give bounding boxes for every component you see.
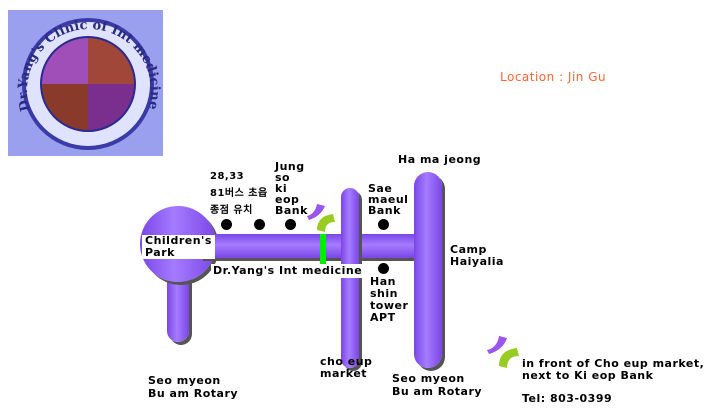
saemaeul-bank-label: Sae maeul Bank: [368, 182, 409, 217]
bus-stop-label-2: 81버스 초읍: [210, 188, 268, 199]
road-middle-vertical: [341, 188, 359, 368]
marker-dot: [285, 219, 296, 230]
bus-stop-label-3: 종점 유치: [210, 205, 253, 216]
hamajeong-label: Ha ma jeong: [398, 153, 482, 166]
childrens-park-label: Children's Park: [142, 235, 215, 259]
road-right-vertical: [414, 172, 442, 368]
clinic-pointer: [320, 234, 326, 266]
camp-label: Camp Haiyalia: [450, 243, 504, 268]
marker-dot: [378, 263, 389, 274]
bus-stop-label-1: 28,33: [210, 171, 245, 182]
jungso-bank-label: Jung so ki eop Bank: [275, 160, 308, 217]
choeup-market-label: cho eup market: [320, 355, 373, 380]
address-label: in front of Cho eup market, next to Ki e…: [522, 357, 705, 382]
location-label: Location : Jin Gu: [500, 70, 607, 84]
clinic-cross-icon-legend: [487, 336, 519, 368]
hanshin-label: Han shin tower APT: [370, 275, 409, 324]
clinic-logo: Dr.Yang's Clinic of Int medicine: [8, 10, 163, 156]
marker-dot: [254, 219, 265, 230]
marker-dot: [221, 219, 232, 230]
marker-dot: [378, 219, 389, 230]
rotary-left-label: Seo myeon Bu am Rotary: [148, 374, 239, 400]
rotary-right-label: Seo myeon Bu am Rotary: [392, 372, 483, 398]
clinic-label: Dr.Yang's Int medicine: [211, 264, 365, 278]
tel-label: Tel: 803-0399: [522, 392, 613, 405]
clinic-cross-icon: [307, 204, 335, 232]
